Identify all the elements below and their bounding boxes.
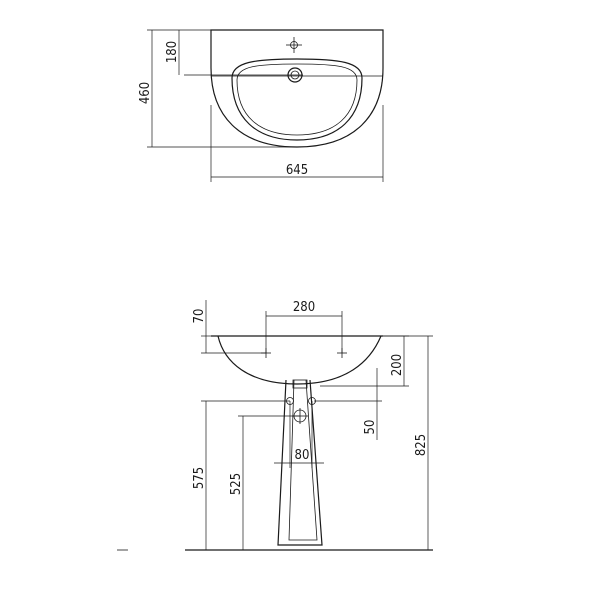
dim-label-825: 825 (414, 434, 429, 456)
dim-label-80: 80 (295, 448, 310, 463)
top-dimensions: 180 460 645 (138, 29, 384, 182)
dim-label-460: 460 (138, 82, 153, 104)
basin-outline-top (210, 29, 384, 148)
basin-bowl-inner (236, 63, 358, 136)
pedestal-waste-slot (292, 379, 308, 389)
basin-bowl-outer (231, 58, 363, 141)
pedestal-inner (288, 379, 318, 541)
dim-label-280: 280 (293, 300, 315, 315)
basin-profile-front (217, 335, 382, 385)
basin-top-view (184, 29, 384, 148)
pedestal-outline (277, 379, 323, 546)
dim-label-525: 525 (229, 473, 244, 495)
front-dimensions: 280 70 200 50 80 575 525 825 (192, 300, 433, 550)
dim-label-575: 575 (192, 467, 207, 489)
basin-front-view (211, 335, 383, 385)
dim-label-180: 180 (165, 41, 180, 63)
dim-label-70: 70 (192, 309, 207, 324)
dim-label-50: 50 (363, 420, 378, 435)
dim-label-645: 645 (286, 163, 308, 178)
dim-label-200: 200 (390, 354, 405, 376)
